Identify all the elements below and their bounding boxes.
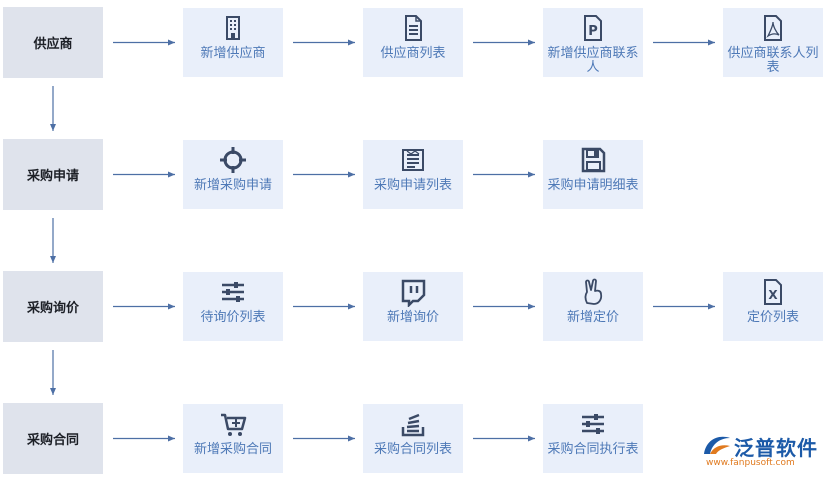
flow-node[interactable]: 供应商列表 [363,8,463,77]
cart-plus-icon [218,409,248,439]
building-icon [218,13,248,43]
flow-node[interactable]: 新增采购申请 [183,140,283,209]
node-label: 新增询价 [386,310,439,325]
peace-hand-icon [578,277,608,307]
category-box: 采购询价 [3,271,103,342]
brand-logo: 泛普软件 www.fanpusoft.com [700,432,825,472]
stack-tray-icon [398,409,428,439]
node-label: 供应商列表 [380,46,446,61]
flow-node[interactable]: 新增询价 [363,272,463,341]
category-box: 供应商 [3,7,103,78]
flow-node[interactable]: 采购申请列表 [363,140,463,209]
category-box: 采购申请 [3,139,103,210]
node-label: 新增定价 [566,310,619,325]
logo-name: 泛普软件 [734,436,818,460]
svg-text:X: X [768,288,778,302]
flow-node[interactable]: 供应商联系人列表 [723,8,823,77]
node-label: 待询价列表 [200,310,266,325]
document-icon [398,13,428,43]
flow-node[interactable]: 待询价列表 [183,272,283,341]
node-label: 采购合同列表 [373,442,452,457]
svg-text:P: P [588,24,598,39]
flow-node[interactable]: P 新增供应商联系人 [543,8,643,77]
crosshairs-icon [218,145,248,175]
sliders-icon [218,277,248,307]
node-label: 新增采购合同 [193,442,272,457]
node-label: 定价列表 [746,310,799,325]
node-label: 采购申请列表 [373,178,452,193]
excel-x-icon: X [758,277,788,307]
logo-url: www.fanpusoft.com [706,458,795,468]
flow-node[interactable]: 新增供应商 [183,8,283,77]
sliders-icon [578,409,608,439]
node-label: 新增供应商联系人 [547,46,639,75]
flow-node[interactable]: 新增采购合同 [183,404,283,473]
flow-node[interactable]: 新增定价 [543,272,643,341]
twitch-icon [398,277,428,307]
node-label: 采购申请明细表 [547,178,639,193]
flow-node[interactable]: X 定价列表 [723,272,823,341]
node-label: 采购合同执行表 [547,442,639,457]
category-box: 采购合同 [3,403,103,474]
flow-node[interactable]: 采购申请明细表 [543,140,643,209]
list-form-icon [398,145,428,175]
node-label: 新增采购申请 [193,178,272,193]
pdf-p-icon: P [578,13,608,43]
node-label: 供应商联系人列表 [727,46,819,75]
acrobat-icon [758,13,788,43]
floppy-disk-icon [578,145,608,175]
logo-icon [704,436,730,454]
node-label: 新增供应商 [200,46,266,61]
flow-node[interactable]: 采购合同执行表 [543,404,643,473]
flow-node[interactable]: 采购合同列表 [363,404,463,473]
